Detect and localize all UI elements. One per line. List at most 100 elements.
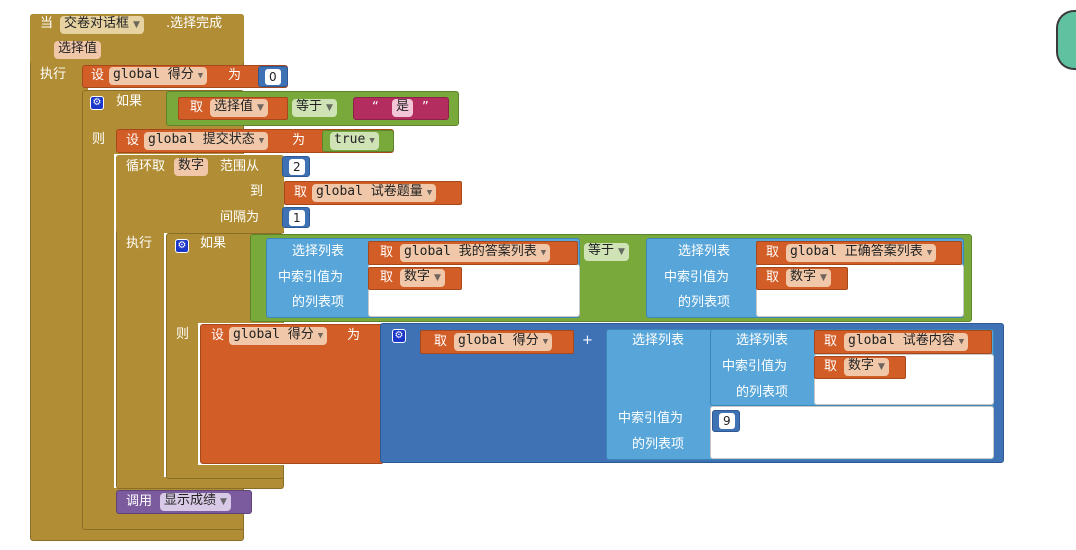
outer-list-inset <box>710 406 994 459</box>
set-score-add-block[interactable] <box>200 324 384 464</box>
chevron-down-icon: ▼ <box>618 247 625 257</box>
variable-dropdown[interactable]: global 得分▼ <box>109 67 208 85</box>
component-dropdown[interactable]: 交卷对话框▼ <box>60 16 144 34</box>
event-do-label: 执行 <box>40 67 67 82</box>
get-label: 取 <box>824 359 838 374</box>
chevron-down-icon: ▼ <box>220 497 227 507</box>
chevron-down-icon: ▼ <box>326 103 333 113</box>
compare-op-label: 等于 <box>296 99 323 114</box>
by-number-value[interactable]: 1 <box>289 210 305 226</box>
chevron-down-icon: ▼ <box>258 136 265 146</box>
chevron-down-icon: ▼ <box>133 20 140 30</box>
index-label: 中索引值为 <box>278 270 344 285</box>
mutator-gear-icon[interactable]: ⚙ <box>392 329 406 343</box>
get-label: 取 <box>380 245 394 260</box>
get-label: 取 <box>380 270 394 285</box>
variable-dropdown[interactable]: global 提交状态▼ <box>144 132 269 150</box>
loop-do-label: 执行 <box>126 236 153 251</box>
select-list-label: 选择列表 <box>678 244 731 259</box>
event-param[interactable]: 选择值 <box>54 41 102 59</box>
text-value[interactable]: 是 <box>392 99 414 117</box>
get-variable-dropdown[interactable]: global 得分▼ <box>454 333 553 351</box>
chevron-down-icon: ▼ <box>434 273 441 283</box>
get-variable-name: global 我的答案列表 <box>404 244 537 259</box>
chevron-down-icon: ▼ <box>820 273 827 283</box>
get-label: 取 <box>766 245 780 260</box>
chevron-down-icon: ▼ <box>878 362 885 372</box>
backpack-icon[interactable] <box>1056 10 1076 70</box>
number-value[interactable]: 0 <box>265 69 281 85</box>
chevron-down-icon: ▼ <box>540 248 547 258</box>
get-label: 取 <box>294 185 308 200</box>
get-variable-dropdown[interactable]: global 试卷内容▼ <box>844 333 969 351</box>
get-variable-dropdown[interactable]: global 试卷题量▼ <box>312 184 437 202</box>
get-variable-dropdown[interactable]: 数字▼ <box>786 269 831 287</box>
set-label: 设 <box>211 328 225 343</box>
get-variable-name: 数字 <box>790 269 817 284</box>
get-variable-name: 选择值 <box>214 99 254 114</box>
mutator-gear-icon[interactable]: ⚙ <box>90 96 104 110</box>
get-variable-dropdown[interactable]: 数字▼ <box>400 269 445 287</box>
index-number-value[interactable]: 9 <box>719 413 735 429</box>
get-label: 取 <box>190 100 204 115</box>
boolean-dropdown[interactable]: true▼ <box>330 132 379 150</box>
then-label: 则 <box>176 327 190 342</box>
event-when-label: 当 <box>40 16 54 31</box>
get-variable-name: global 试卷题量 <box>316 184 423 199</box>
get-variable-dropdown[interactable]: global 正确答案列表▼ <box>786 244 937 262</box>
from-number-value[interactable]: 2 <box>289 159 305 175</box>
for-each-label: 循环取 <box>126 159 166 174</box>
get-variable-name: 数字 <box>404 269 431 284</box>
chevron-down-icon: ▼ <box>257 103 264 113</box>
get-variable-dropdown[interactable]: 数字▼ <box>844 358 889 376</box>
chevron-down-icon: ▼ <box>317 331 324 341</box>
variable-name: global 得分 <box>233 327 314 342</box>
procedure-name: 显示成绩 <box>164 493 217 508</box>
procedure-dropdown[interactable]: 显示成绩▼ <box>160 493 231 511</box>
compare-op-dropdown[interactable]: 等于▼ <box>292 99 337 117</box>
chevron-down-icon: ▼ <box>369 136 375 146</box>
if-label: 如果 <box>116 94 143 109</box>
to-label: 为 <box>347 328 361 343</box>
select-list-label: 选择列表 <box>292 244 345 259</box>
boolean-value: true <box>334 132 366 147</box>
chevron-down-icon: ▼ <box>426 188 433 198</box>
compare-op-dropdown[interactable]: 等于▼ <box>584 243 629 261</box>
then-label: 则 <box>92 132 106 147</box>
index-label: 中索引值为 <box>722 359 788 374</box>
if-label: 如果 <box>200 236 227 251</box>
mutator-gear-icon[interactable]: ⚙ <box>175 239 189 253</box>
set-label: 设 <box>91 68 105 83</box>
variable-name: global 提交状态 <box>148 132 255 147</box>
compare-op-label: 等于 <box>588 243 615 258</box>
chevron-down-icon: ▼ <box>958 337 965 347</box>
get-variable-dropdown[interactable]: global 我的答案列表▼ <box>400 244 551 262</box>
item-label: 的列表项 <box>678 295 731 310</box>
variable-name: global 得分 <box>113 67 194 82</box>
component-name: 交卷对话框 <box>64 16 130 31</box>
select-list-label: 选择列表 <box>736 333 789 348</box>
by-label: 间隔为 <box>220 210 260 225</box>
chevron-down-icon: ▼ <box>542 337 549 347</box>
variable-dropdown[interactable]: global 得分▼ <box>229 327 328 345</box>
get-label: 取 <box>434 334 448 349</box>
get-label: 取 <box>824 334 838 349</box>
index-label: 中索引值为 <box>618 411 684 426</box>
plus-operator: + <box>582 333 593 348</box>
to-label: 到 <box>250 184 264 199</box>
to-label: 为 <box>228 68 242 83</box>
item-label: 的列表项 <box>632 437 685 452</box>
get-variable-dropdown[interactable]: 选择值▼ <box>210 99 268 117</box>
get-variable-name: global 正确答案列表 <box>790 244 923 259</box>
index-label: 中索引值为 <box>664 270 730 285</box>
set-label: 设 <box>126 133 140 148</box>
text-quote-open: “ <box>372 100 379 115</box>
call-label: 调用 <box>126 494 153 509</box>
to-label: 为 <box>292 133 306 148</box>
chevron-down-icon: ▼ <box>197 71 204 81</box>
loop-variable[interactable]: 数字 <box>174 158 209 176</box>
text-quote-close: ” <box>422 100 429 115</box>
item-label: 的列表项 <box>736 385 789 400</box>
chevron-down-icon: ▼ <box>926 248 933 258</box>
get-variable-name: global 得分 <box>458 333 539 348</box>
